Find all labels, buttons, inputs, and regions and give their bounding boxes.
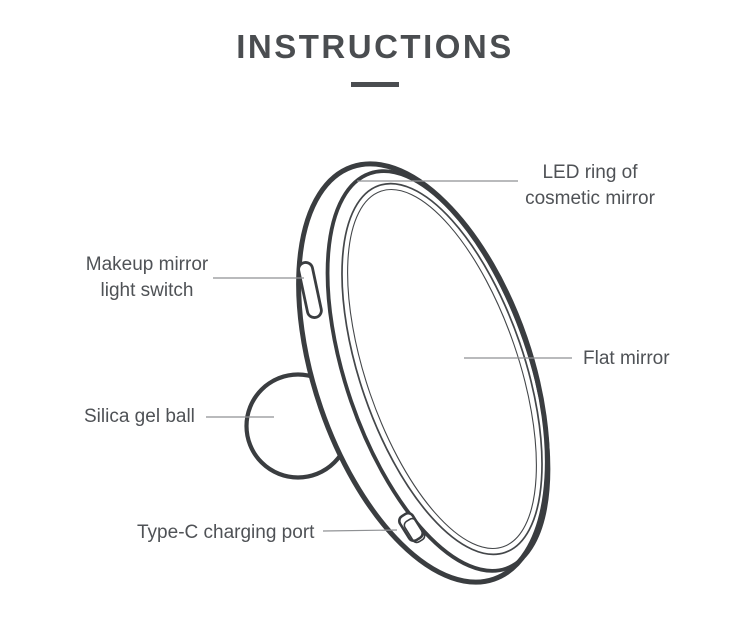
label-light-switch: Makeup mirror light switch: [52, 252, 242, 304]
label-type-c-port: Type-C charging port: [137, 522, 315, 543]
mirror-front-edge: [325, 169, 551, 573]
light-switch-shape: [297, 261, 323, 319]
label-led-ring: LED ring of cosmetic mirror: [495, 160, 685, 212]
title-underline: [351, 82, 399, 87]
leader-line-type-c-port: [322, 529, 398, 532]
label-light-switch-line1: Makeup mirror: [85, 254, 209, 275]
page-title: INSTRUCTIONS: [236, 28, 514, 65]
label-led-ring-line2: cosmetic mirror: [525, 188, 655, 209]
flat-mirror-face: [341, 182, 543, 556]
label-flat-mirror: Flat mirror: [583, 348, 670, 369]
label-silica-gel-ball: Silica gel ball: [84, 406, 195, 427]
type-c-port-inner-shape: [403, 517, 426, 544]
led-ring-shape: [347, 188, 537, 550]
label-light-switch-line2: light switch: [100, 280, 194, 301]
label-led-ring-line1: LED ring of: [542, 162, 638, 183]
